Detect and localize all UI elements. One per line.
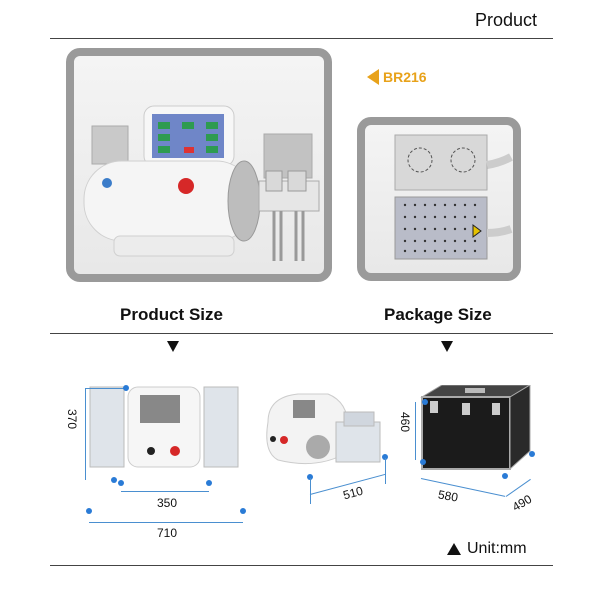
triangle-down-icon [441, 341, 453, 352]
dimension-point [86, 508, 92, 514]
product-front-illustration [89, 386, 239, 468]
product-height-label: 370 [65, 408, 80, 430]
dimension-point [420, 459, 426, 465]
dimension-point [422, 399, 428, 405]
footer-divider [50, 565, 553, 566]
laser-pad-illustration [394, 134, 513, 260]
package-case-image [420, 384, 532, 473]
product-front-view [88, 383, 240, 478]
main-product-image [66, 48, 332, 282]
product-total-width-label: 710 [157, 526, 178, 540]
package-depth-label: 490 [509, 491, 535, 515]
product-size-title: Product Size [120, 305, 223, 324]
triangle-up-icon [447, 543, 461, 555]
product-depth-label: 510 [341, 483, 365, 503]
dimension-point [240, 508, 246, 514]
dimension-point [206, 480, 212, 486]
dimension-line [89, 522, 243, 523]
dimension-line [415, 402, 416, 460]
model-code: BR216 [383, 69, 427, 85]
triangle-left-icon [367, 69, 379, 85]
dimension-point [118, 480, 124, 486]
lipo-laser-machine-illustration [83, 105, 320, 261]
product-side-illustration [266, 393, 381, 465]
package-width-label: 580 [436, 487, 460, 505]
package-size-title: Package Size [384, 305, 492, 324]
header-divider [50, 38, 553, 39]
dimension-point [502, 473, 508, 479]
dimension-line [121, 491, 209, 492]
dimension-point [111, 477, 117, 483]
triangle-down-icon [167, 341, 179, 352]
product-side-view [258, 382, 388, 472]
product-body-width-label: 350 [157, 496, 178, 510]
dimension-line [85, 388, 125, 389]
unit-label: Unit:mm [467, 540, 527, 557]
dimension-line [310, 478, 311, 504]
dimension-line [85, 388, 86, 480]
accessory-image [357, 117, 521, 281]
dimension-line [420, 478, 506, 497]
dimension-point [123, 385, 129, 391]
page-title: Product [474, 10, 537, 30]
section-divider [50, 333, 553, 334]
flight-case-illustration [420, 384, 532, 471]
dimension-point [307, 474, 313, 480]
dimension-point [382, 454, 388, 460]
package-height-label: 460 [398, 411, 413, 433]
model-label: BR216 [367, 69, 427, 85]
dimension-point [529, 451, 535, 457]
unit-note: Unit:mm [447, 540, 527, 558]
dimension-line [385, 458, 386, 484]
